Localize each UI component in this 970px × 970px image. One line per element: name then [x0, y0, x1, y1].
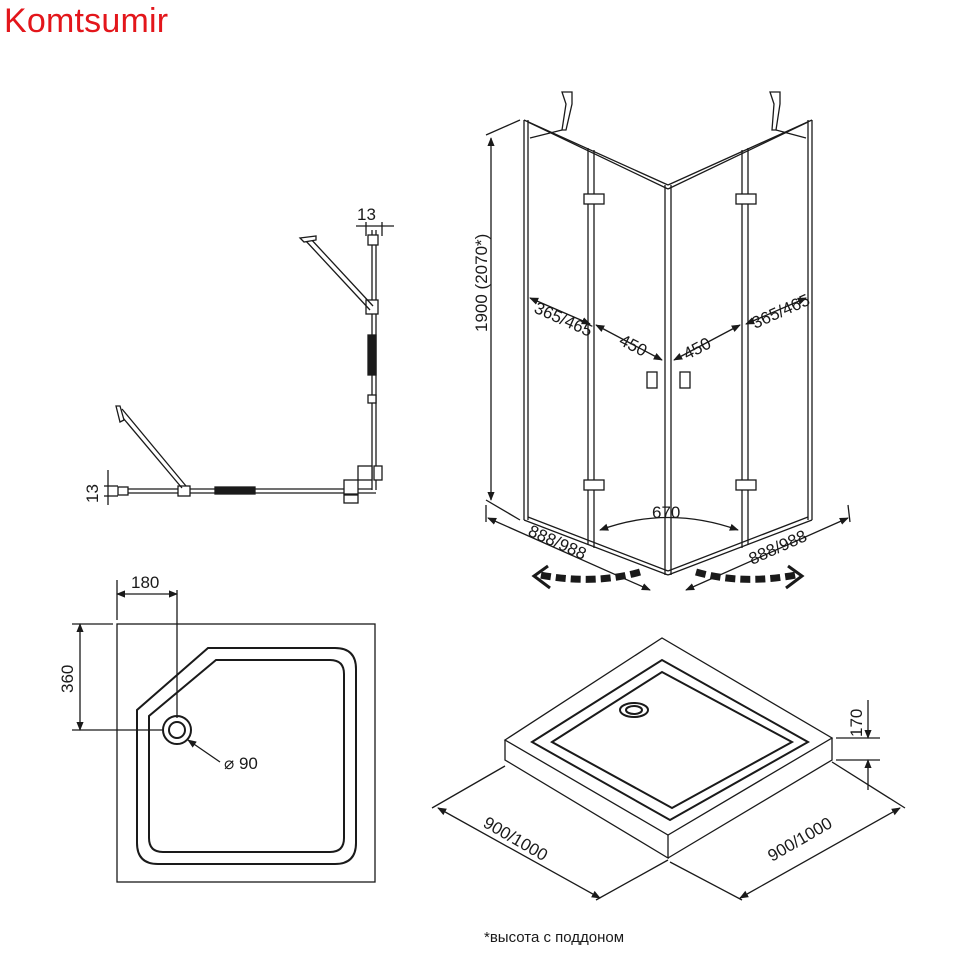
enclosure-view: [485, 91, 851, 591]
left-fixed-width: 450: [616, 331, 650, 361]
enclosure-height: 1900 (2070*): [472, 234, 491, 332]
plan-view: [104, 222, 394, 505]
profile-width-top: 13: [357, 205, 376, 224]
tray-width-right: 900/1000: [765, 814, 836, 866]
right-door-range: 365/465: [749, 290, 813, 332]
left-door-range: 365/465: [531, 298, 595, 340]
tray-iso-view: [431, 637, 906, 901]
drain-offset-x: 180: [131, 573, 159, 592]
brand-logo-text: Komtsumir: [4, 2, 169, 40]
drain-offset-y: 360: [58, 665, 77, 693]
tray-height: 170: [847, 709, 866, 737]
entry-width: 670: [652, 503, 680, 522]
drain-diameter: ⌀ 90: [224, 754, 258, 773]
footnote: *высота с поддоном: [484, 929, 624, 946]
right-fixed-width: 450: [680, 334, 714, 364]
profile-width-left: 13: [83, 484, 102, 503]
tray-width-left: 900/1000: [480, 813, 551, 865]
tray-top-view: [72, 580, 376, 883]
